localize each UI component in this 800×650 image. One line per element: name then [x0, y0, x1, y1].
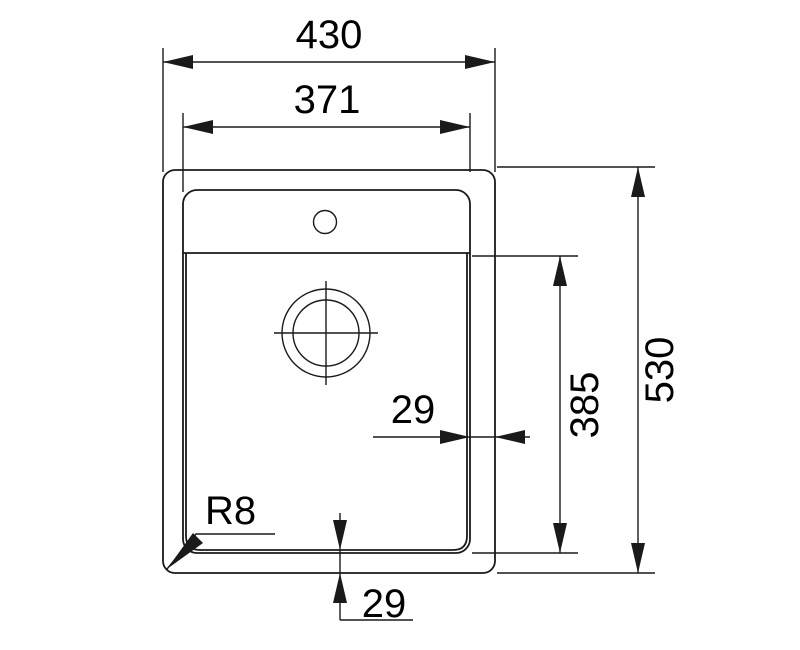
tap-hole-circle: [312, 209, 338, 235]
arrow-530-bottom: [631, 543, 645, 573]
arrow-29-right-outer: [495, 430, 525, 444]
arrow-29-bottom-inner: [333, 520, 347, 550]
arrow-385-bottom: [553, 523, 567, 553]
outer-rim-outline: [162, 169, 496, 574]
arrow-430-right: [465, 55, 495, 69]
arrow-371-left: [183, 120, 213, 134]
dimension-bowl-width: 371: [182, 78, 471, 192]
arrow-385-top: [553, 256, 567, 286]
dimension-bowl-height: 385: [472, 255, 607, 554]
dimension-label-385: 385: [563, 372, 607, 439]
sink-body: [162, 169, 496, 574]
arrow-430-left: [163, 55, 193, 69]
dimension-rim-width: 29: [373, 388, 530, 444]
dimension-label-29-right: 29: [391, 388, 436, 432]
tap-hole: [312, 209, 338, 235]
dimension-overall-height: 530: [497, 166, 682, 574]
dimension-rim-height: 29: [333, 513, 413, 626]
arrow-29-bottom-outer: [333, 573, 347, 603]
arrow-r8: [167, 533, 203, 569]
radius-label-r8: R8: [205, 489, 256, 533]
drain-outlet: [274, 281, 378, 385]
radius-callout-r8: R8: [166, 489, 275, 570]
dimension-label-29-bottom: 29: [362, 582, 407, 626]
dimension-label-371: 371: [294, 78, 361, 122]
arrow-29-right-inner: [440, 430, 470, 444]
arrow-371-right: [440, 120, 470, 134]
bowl-outline: [182, 189, 471, 554]
arrow-530-top: [631, 167, 645, 197]
dimension-overall-width: 430: [162, 13, 496, 172]
dimension-label-430: 430: [296, 13, 363, 57]
dimension-label-530: 530: [638, 337, 682, 404]
